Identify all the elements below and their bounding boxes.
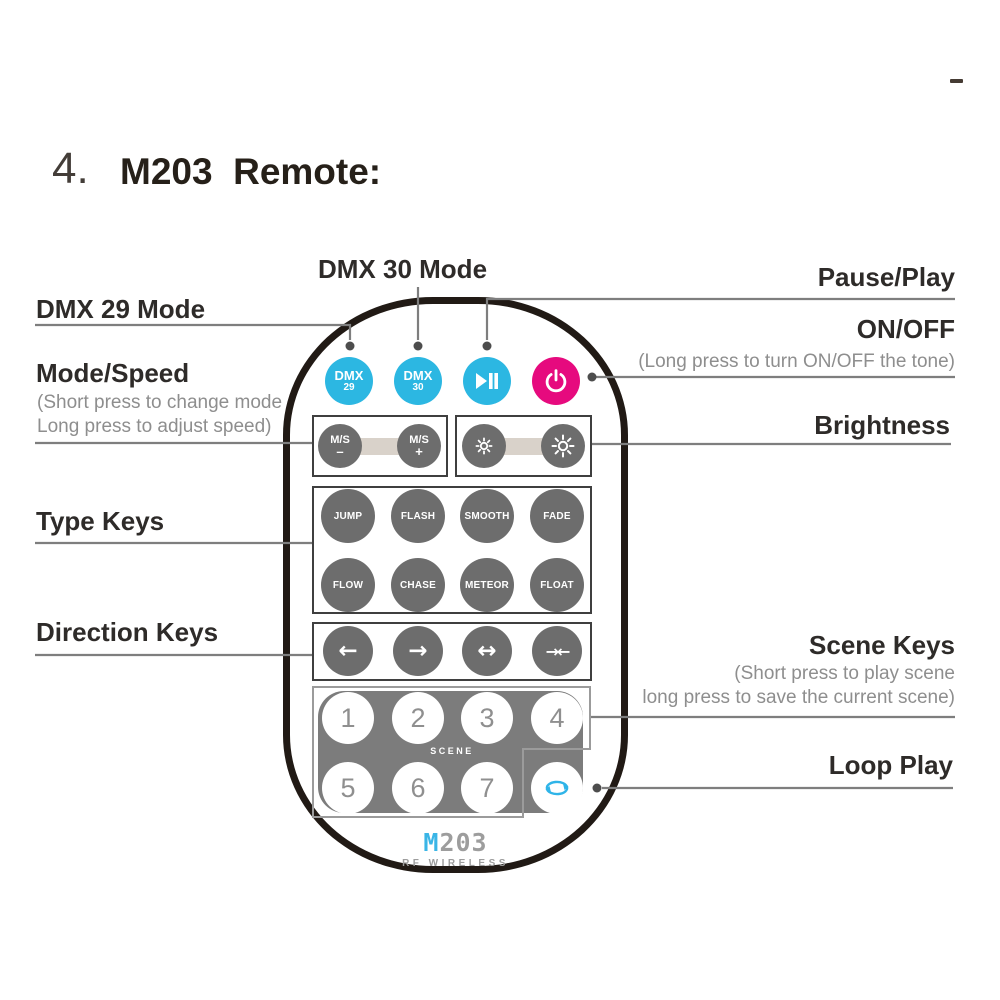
ms-minus-sign: – <box>336 444 344 459</box>
type-key-smooth-label: SMOOTH <box>464 510 510 522</box>
label-scene-keys-sub1: (Short press to play scene <box>734 663 955 684</box>
label-scene-keys-sub2: long press to save the current scene) <box>642 687 955 708</box>
type-key-chase[interactable]: CHASE <box>391 558 445 612</box>
scene-key-1[interactable]: 1 <box>322 692 374 744</box>
label-type-keys: Type Keys <box>36 506 165 536</box>
scene-key-2[interactable]: 2 <box>392 692 444 744</box>
scene-key-4-label: 4 <box>549 702 565 733</box>
mode-speed-plus-button[interactable]: M/S + <box>397 424 441 468</box>
type-key-meteor[interactable]: METEOR <box>460 558 514 612</box>
label-loop-play: Loop Play <box>828 750 953 780</box>
scene-key-3[interactable]: 3 <box>461 692 513 744</box>
play-pause-button[interactable] <box>463 357 511 405</box>
type-key-flow-label: FLOW <box>332 579 364 591</box>
brightness-down-button[interactable] <box>462 424 506 468</box>
type-key-flash[interactable]: FLASH <box>391 489 445 543</box>
dmx29-button-number: 29 <box>343 382 355 393</box>
sun-bright-icon <box>551 434 575 458</box>
direction-key-left[interactable]: ← <box>323 626 373 676</box>
label-pause-play: Pause/Play <box>817 262 955 292</box>
ms-minus-label: M/S <box>330 434 350 446</box>
type-key-float[interactable]: FLOAT <box>530 558 584 612</box>
scene-key-4[interactable]: 4 <box>531 692 583 744</box>
logo-m: M <box>423 828 440 857</box>
label-dmx29-mode: DMX 29 Mode <box>36 294 206 324</box>
type-key-jump-label: JUMP <box>333 510 363 522</box>
label-direction-keys: Direction Keys <box>36 617 219 647</box>
logo-203: 203 <box>439 828 488 857</box>
brightness-up-button[interactable] <box>541 424 585 468</box>
type-key-meteor-label: METEOR <box>465 579 509 591</box>
play-pause-icon <box>476 373 498 389</box>
direction-key-both[interactable]: ↔ <box>462 626 512 676</box>
label-on-off: ON/OFF <box>856 314 955 344</box>
dmx29-button-label: DMX <box>334 368 364 383</box>
ms-plus-label: M/S <box>409 434 429 446</box>
dmx30-button-number: 30 <box>412 382 424 393</box>
power-button[interactable] <box>532 357 580 405</box>
sun-dim-icon <box>475 437 493 455</box>
scene-key-6-label: 6 <box>410 772 426 803</box>
remote-logo: M203 <box>283 828 628 857</box>
type-key-jump[interactable]: JUMP <box>321 489 375 543</box>
label-dmx30-mode: DMX 30 Mode <box>318 254 488 284</box>
label-scene-keys: Scene Keys <box>809 630 955 660</box>
arrow-both-icon: ↔ <box>477 638 497 664</box>
scene-key-5[interactable]: 5 <box>322 762 374 814</box>
rf-wireless-label: RF WIRELESS <box>402 858 509 869</box>
scene-key-3-label: 3 <box>479 702 495 733</box>
arrow-inward-icon: →← <box>545 641 571 661</box>
ms-plus-sign: + <box>415 444 423 459</box>
scene-key-7-label: 7 <box>479 772 495 803</box>
power-icon <box>545 369 567 393</box>
stray-dash-mark <box>950 79 963 83</box>
label-mode-speed-sub2: Long press to adjust speed) <box>37 416 272 437</box>
section-number: 4. <box>52 144 89 193</box>
page-title: M203 Remote: <box>120 151 382 192</box>
label-on-off-sub: (Long press to turn ON/OFF the tone) <box>638 351 955 372</box>
direction-key-inward[interactable]: →← <box>532 626 582 676</box>
label-mode-speed-sub1: (Short press to change mode <box>37 392 283 413</box>
direction-key-right[interactable]: → <box>393 626 443 676</box>
type-key-flow[interactable]: FLOW <box>321 558 375 612</box>
scene-key-2-label: 2 <box>410 702 426 733</box>
type-key-smooth[interactable]: SMOOTH <box>460 489 514 543</box>
arrow-left-icon: ← <box>338 638 358 664</box>
dmx30-button-label: DMX <box>403 368 433 383</box>
mode-speed-minus-button[interactable]: M/S – <box>318 424 362 468</box>
label-mode-speed: Mode/Speed <box>36 358 190 388</box>
arrow-right-icon: → <box>408 638 428 664</box>
loop-play-button[interactable] <box>531 762 583 814</box>
type-key-flash-label: FLASH <box>400 510 436 522</box>
type-key-fade[interactable]: FADE <box>530 489 584 543</box>
type-key-fade-label: FADE <box>543 510 571 522</box>
scene-panel-label: SCENE <box>430 746 474 756</box>
type-key-chase-label: CHASE <box>399 579 436 591</box>
scene-key-1-label: 1 <box>340 702 356 733</box>
label-brightness: Brightness <box>814 410 950 440</box>
dmx29-callout-line <box>35 323 352 340</box>
scene-key-6[interactable]: 6 <box>392 762 444 814</box>
dmx30-button[interactable]: DMX 30 <box>394 357 442 405</box>
type-key-float-label: FLOAT <box>540 579 574 591</box>
scene-key-7[interactable]: 7 <box>461 762 513 814</box>
dmx29-button[interactable]: DMX 29 <box>325 357 373 405</box>
scene-key-5-label: 5 <box>340 772 356 803</box>
loop-icon <box>545 780 569 796</box>
